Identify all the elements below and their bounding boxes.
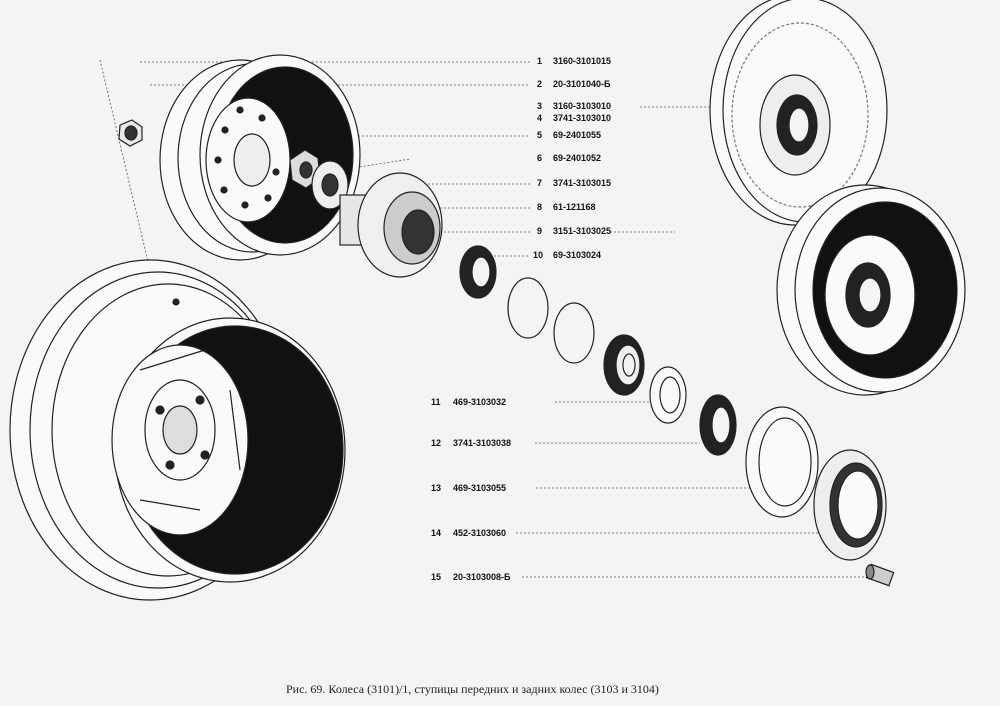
part-number: 9 [537, 226, 543, 236]
part-number: 2 [537, 79, 543, 89]
part-number: 8 [537, 202, 543, 212]
oil-seal [699, 394, 737, 456]
part-code: 61-121168 [553, 202, 596, 212]
brake-drum [776, 184, 966, 396]
disc-wheel [9, 259, 346, 601]
brake-disc [709, 0, 888, 226]
part-code: 469-3103055 [453, 483, 507, 493]
part-code: 452-3103060 [453, 528, 507, 538]
retaining-ring-2 [553, 302, 595, 364]
part-number: 4 [537, 113, 543, 123]
part-number: 5 [537, 130, 543, 140]
part-code: 3741-3103010 [553, 113, 612, 123]
part-number: 12 [431, 438, 442, 448]
part-code: 69-3103024 [553, 250, 602, 260]
gasket [745, 406, 819, 518]
bearing [603, 334, 645, 396]
leader-lines [99, 59, 865, 578]
part-number: 3 [537, 101, 543, 111]
part-code: 20-3103008-Б [453, 572, 511, 582]
wheel-nut [118, 119, 143, 147]
part-number: 10 [533, 250, 544, 260]
part-number: 13 [431, 483, 442, 493]
part-number: 15 [431, 572, 442, 582]
part-code: 3160-3103010 [553, 101, 612, 111]
washer [649, 366, 687, 424]
hub-assembly [289, 149, 443, 278]
part-code: 3741-3103038 [453, 438, 512, 448]
part-number: 7 [537, 178, 543, 188]
part-code: 69-2401055 [553, 130, 602, 140]
retaining-ring-1 [507, 277, 549, 339]
part-code: 3160-3101015 [553, 56, 612, 66]
part-code: 3151-3103025 [553, 226, 612, 236]
part-code: 469-3103032 [453, 397, 507, 407]
part-number: 6 [537, 153, 543, 163]
rear-drum-wheel [159, 54, 361, 261]
wheel-bolt [865, 563, 895, 587]
part-number: 1 [537, 56, 543, 66]
part-code: 3741-3103015 [553, 178, 612, 188]
figure-caption: Рис. 69. Колеса (3101)/1, ступицы передн… [286, 682, 659, 696]
part-code: 69-2401052 [553, 153, 602, 163]
seal [459, 245, 497, 299]
part-number: 14 [431, 528, 442, 538]
part-number: 11 [431, 397, 441, 407]
part-code: 20-3101040-Б [553, 79, 611, 89]
hub-cap [813, 449, 887, 561]
